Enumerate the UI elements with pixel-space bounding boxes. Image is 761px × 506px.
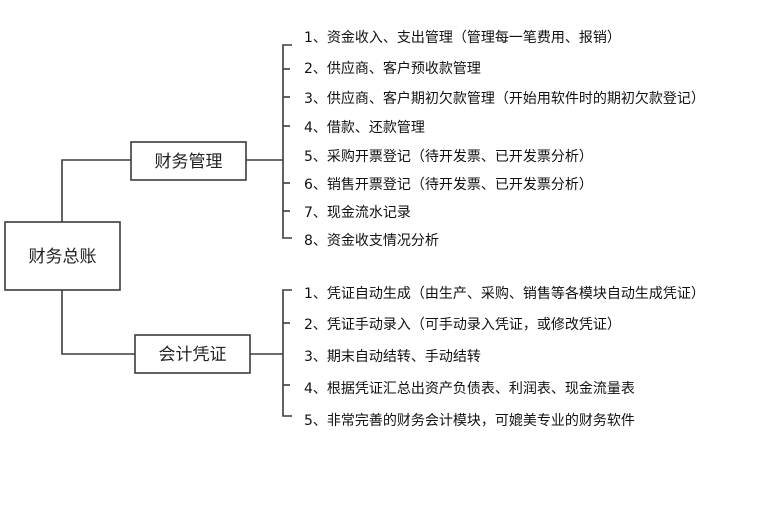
finance-bracket [246, 44, 292, 239]
voucher-item: 1、凭证自动生成（由生产、采购、销售等各模块自动生成凭证） [304, 285, 705, 302]
finance-management-node [130, 141, 247, 181]
root-node: 财务总账 [4, 221, 121, 291]
finance-item: 1、资金收入、支出管理（管理每一笔费用、报销） [304, 30, 621, 46]
accounting-voucher-label: 会计凭证 [159, 345, 227, 365]
branch-finance-management: 财务管理 1、资金收入、支出管理（管理每一笔费用、报销） 2、供应商、客户预收款… [130, 30, 705, 249]
root-to-voucher-connector [61, 290, 135, 355]
voucher-item: 5、非常完善的财务会计模块，可媲美专业的财务软件 [304, 413, 635, 429]
branch-accounting-voucher: 会计凭证 1、凭证自动生成（由生产、采购、销售等各模块自动生成凭证） 2、凭证手… [134, 285, 705, 429]
finance-item: 2、供应商、客户预收款管理 [304, 60, 481, 77]
finance-item: 4、借款、还款管理 [304, 120, 425, 136]
voucher-item: 2、凭证手动录入（可手动录入凭证，或修改凭证） [304, 317, 621, 333]
voucher-item-ticks [283, 322, 290, 386]
accounting-voucher-node [134, 334, 251, 374]
finance-item: 6、销售开票登记（待开发票、已开发票分析） [304, 177, 593, 193]
finance-item: 8、资金收支情况分析 [304, 233, 439, 249]
root-node-label: 财务总账 [29, 247, 97, 267]
root-to-finance-connector [61, 159, 131, 222]
voucher-item: 4、根据凭证汇总出资产负债表、利润表、现金流量表 [304, 381, 635, 397]
finance-item: 7、现金流水记录 [304, 205, 411, 221]
finance-item-ticks [283, 68, 290, 212]
voucher-item: 3、期末自动结转、手动结转 [304, 349, 481, 365]
voucher-bracket [250, 289, 292, 417]
finance-item: 3、供应商、客户期初欠款管理（开始用软件时的期初欠款登记） [304, 90, 705, 107]
finance-item: 5、采购开票登记（待开发票、已开发票分析） [304, 149, 593, 165]
finance-management-label: 财务管理 [155, 152, 223, 172]
